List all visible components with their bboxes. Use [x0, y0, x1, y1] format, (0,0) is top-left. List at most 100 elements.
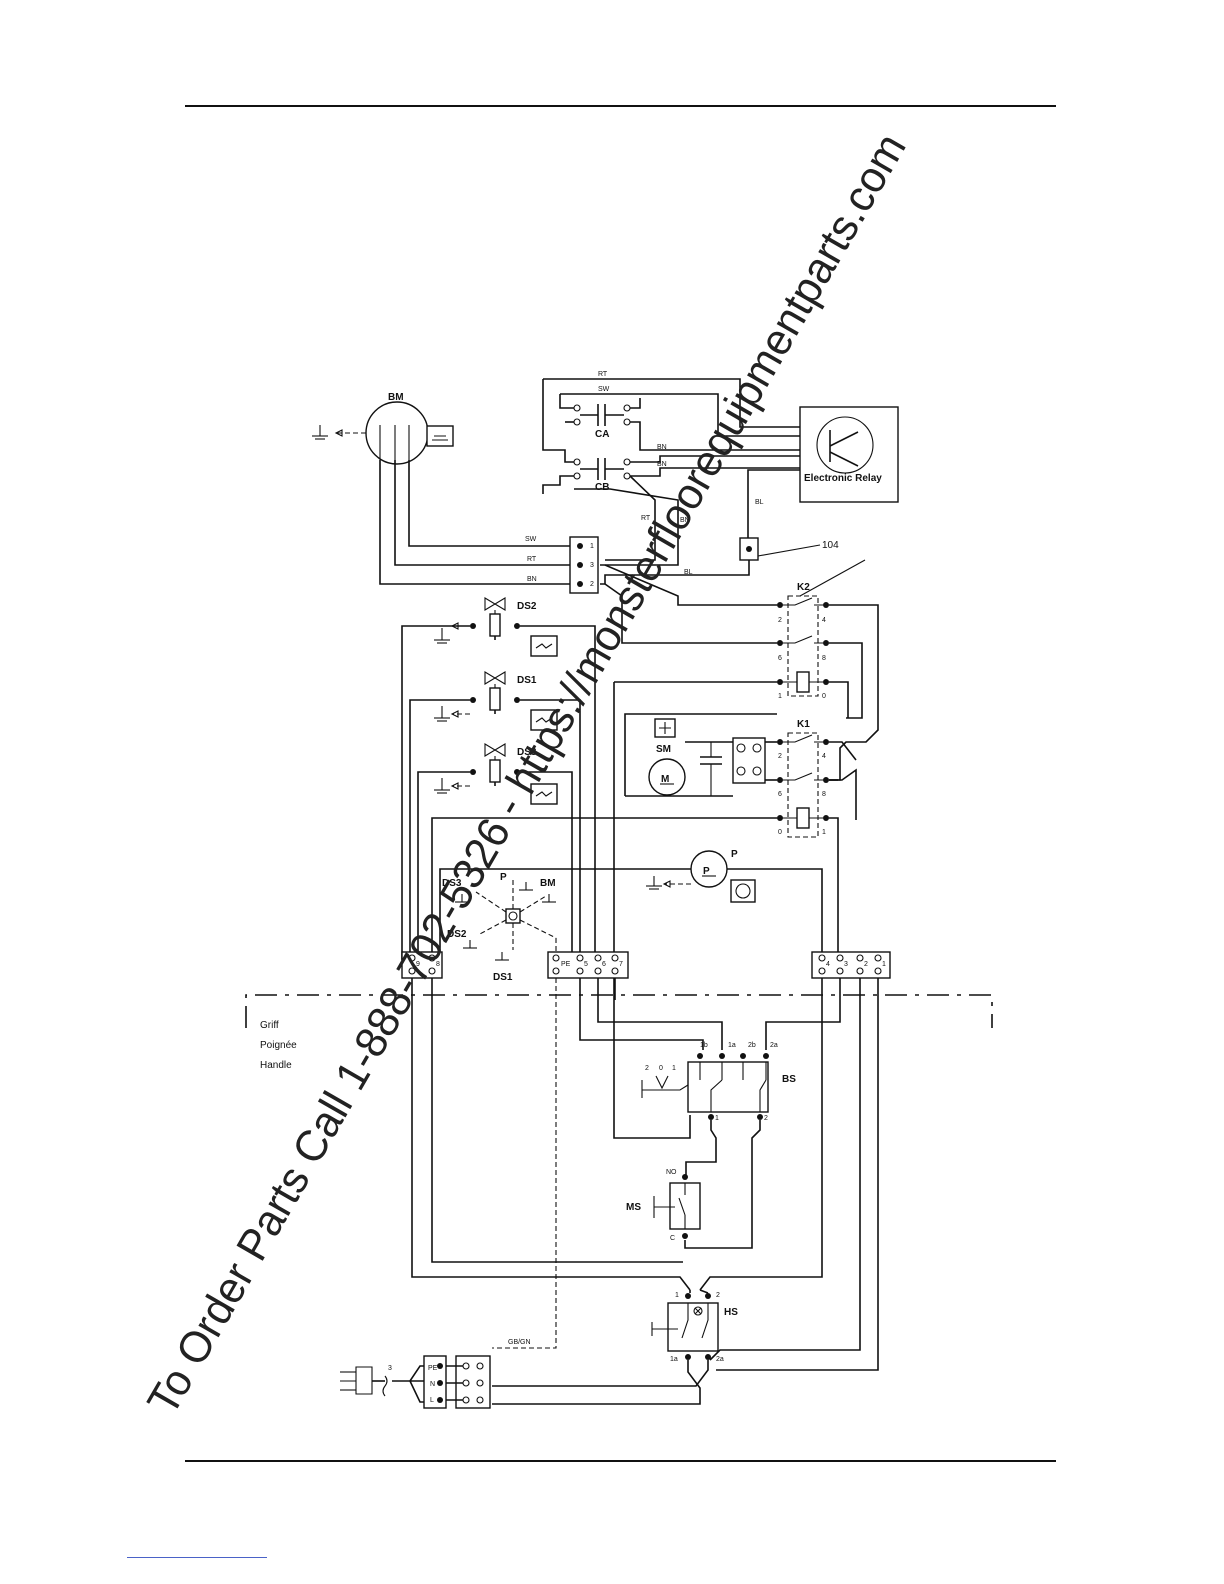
- svg-text:2a: 2a: [770, 1042, 778, 1049]
- capacitor-cb: CB: [573, 458, 631, 493]
- svg-text:1: 1: [672, 1065, 676, 1072]
- valve-ds3: DS3: [434, 743, 558, 805]
- svg-text:1: 1: [675, 1292, 679, 1299]
- svg-text:3: 3: [844, 961, 848, 968]
- svg-text:2a: 2a: [716, 1356, 724, 1363]
- svg-text:8: 8: [822, 655, 826, 662]
- svg-text:MS: MS: [626, 1202, 641, 1213]
- selector-switch-bs: 1b 1a 2b 2a BS 1 2 2 0 1: [641, 1042, 796, 1122]
- svg-text:P: P: [731, 849, 738, 860]
- svg-text:NO: NO: [666, 1169, 677, 1176]
- pump-p: P P: [646, 849, 756, 903]
- svg-text:CB: CB: [595, 482, 609, 493]
- svg-text:1a: 1a: [728, 1042, 736, 1049]
- terminal-strip-left: 9 8: [401, 951, 443, 979]
- svg-text:SM: SM: [656, 744, 671, 755]
- watermark: To Order Parts Call 1-888-702-5326 - htt…: [138, 125, 915, 1423]
- connector-104: [739, 537, 759, 561]
- svg-text:N: N: [430, 1381, 435, 1388]
- footer-link-underline: [127, 1557, 267, 1558]
- svg-text:9: 9: [416, 961, 420, 968]
- svg-text:8: 8: [822, 791, 826, 798]
- svg-text:HS: HS: [724, 1307, 738, 1318]
- svg-text:DS2: DS2: [447, 929, 467, 940]
- svg-text:BL: BL: [755, 499, 764, 506]
- hand-switch-hs: 1 2 HS 1a 2a: [651, 1292, 738, 1363]
- svg-text:L: L: [430, 1397, 434, 1404]
- mains-terminal-block: PE N L: [423, 1355, 491, 1409]
- svg-text:BN: BN: [527, 576, 537, 583]
- handle-label-en: Handle: [260, 1060, 292, 1071]
- svg-text:104: 104: [822, 540, 839, 551]
- svg-text:1b: 1b: [700, 1042, 708, 1049]
- mains-plug: 3: [340, 1365, 428, 1403]
- svg-text:BN: BN: [657, 461, 667, 468]
- terminal-strip-middle: PE 5 6 7: [547, 951, 629, 979]
- svg-text:1: 1: [882, 961, 886, 968]
- svg-text:1: 1: [590, 543, 594, 550]
- capacitor-ca: CA: [573, 404, 631, 440]
- svg-text:0: 0: [659, 1065, 663, 1072]
- svg-text:RT: RT: [598, 371, 608, 378]
- svg-text:0: 0: [778, 829, 782, 836]
- svg-text:PE: PE: [428, 1365, 438, 1372]
- svg-text:4: 4: [822, 753, 826, 760]
- svg-text:1: 1: [822, 829, 826, 836]
- relay-k2: K2 2 4 6 8 1 0: [777, 582, 829, 700]
- micro-switch-ms: NO C MS: [626, 1169, 701, 1242]
- connector-3pin: 1 3 2: [569, 536, 599, 594]
- svg-text:GB/GN: GB/GN: [508, 1339, 531, 1346]
- svg-text:3: 3: [590, 562, 594, 569]
- svg-text:DS3: DS3: [442, 878, 462, 889]
- svg-text:2: 2: [590, 581, 594, 588]
- svg-text:7: 7: [619, 961, 623, 968]
- svg-text:K1: K1: [797, 719, 810, 730]
- svg-text:2: 2: [716, 1292, 720, 1299]
- terminal-strip-right: 4 3 2 1: [811, 951, 891, 979]
- svg-text:BS: BS: [782, 1074, 796, 1085]
- svg-text:RT: RT: [527, 556, 537, 563]
- handle-label-fr: Poignée: [260, 1040, 297, 1051]
- ground-icon: [312, 425, 328, 440]
- svg-text:4: 4: [826, 961, 830, 968]
- svg-text:3: 3: [388, 1365, 392, 1372]
- svg-text:1: 1: [715, 1115, 719, 1122]
- bm-brush-motor: BM: [312, 392, 454, 470]
- valve-ds1: DS1: [434, 671, 558, 731]
- svg-text:BL: BL: [684, 569, 693, 576]
- svg-text:C: C: [670, 1235, 675, 1242]
- ground-cluster: DS3 P BM DS2 DS1: [442, 872, 557, 983]
- electronic-relay: Electronic Relay: [799, 406, 899, 503]
- svg-text:CA: CA: [595, 429, 609, 440]
- svg-text:DS1: DS1: [493, 972, 513, 983]
- svg-text:BN: BN: [657, 444, 667, 451]
- svg-text:SW: SW: [525, 536, 537, 543]
- svg-text:DS3: DS3: [517, 747, 537, 758]
- svg-text:8: 8: [436, 961, 440, 968]
- svg-text:BN: BN: [680, 517, 690, 524]
- handle-separator: [245, 994, 993, 1028]
- svg-text:M: M: [661, 774, 669, 785]
- svg-text:P: P: [703, 866, 710, 877]
- svg-text:SW: SW: [598, 386, 610, 393]
- bm-label: BM: [388, 392, 404, 403]
- svg-text:2: 2: [764, 1115, 768, 1122]
- svg-text:4: 4: [822, 617, 826, 624]
- sm-suction-motor: SM M: [648, 718, 766, 796]
- svg-text:RT: RT: [641, 515, 651, 522]
- svg-text:P: P: [500, 872, 507, 883]
- svg-text:1a: 1a: [670, 1356, 678, 1363]
- svg-text:6: 6: [602, 961, 606, 968]
- svg-text:BM: BM: [540, 878, 556, 889]
- svg-text:2: 2: [778, 617, 782, 624]
- svg-text:K2: K2: [797, 582, 810, 593]
- relay-label: Electronic Relay: [804, 473, 882, 484]
- svg-text:2: 2: [778, 753, 782, 760]
- svg-text:6: 6: [778, 655, 782, 662]
- svg-text:2: 2: [645, 1065, 649, 1072]
- svg-text:DS1: DS1: [517, 675, 537, 686]
- svg-text:PE: PE: [561, 961, 571, 968]
- svg-text:0: 0: [822, 693, 826, 700]
- svg-text:2b: 2b: [748, 1042, 756, 1049]
